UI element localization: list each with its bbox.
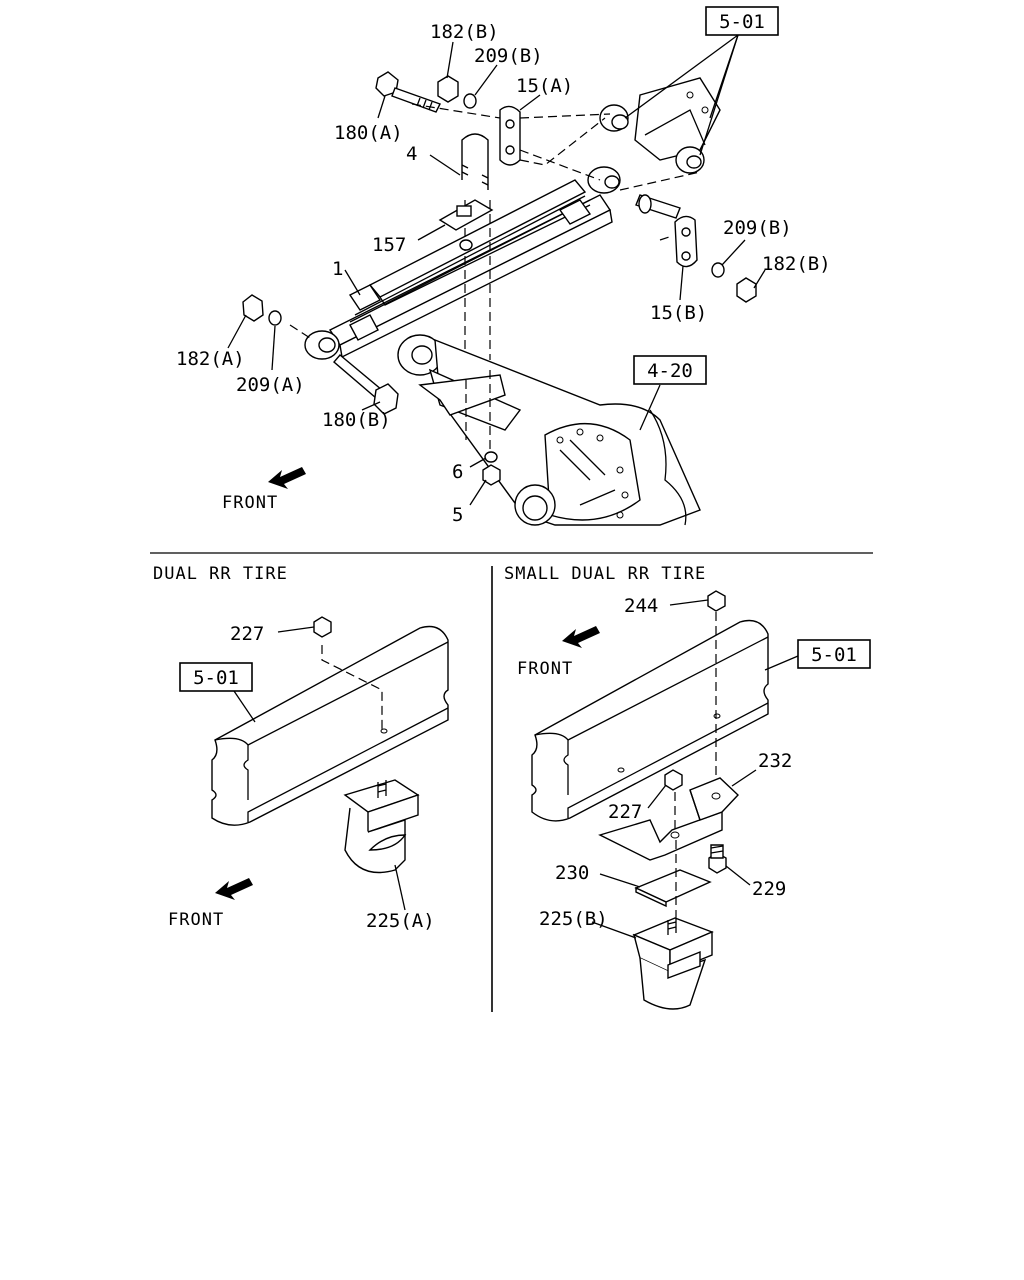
frame-rail-left <box>211 625 449 826</box>
front-label-right: FRONT <box>517 659 573 679</box>
front-arrow-icon-left <box>215 878 253 900</box>
nut-227-left <box>313 616 332 638</box>
callout-227-left: 227 <box>230 623 264 645</box>
front-arrow-icon <box>268 467 306 489</box>
bolt-180b <box>333 354 399 415</box>
nut-182a <box>242 294 264 322</box>
right-ref-label-5-01: 5-01 <box>811 644 857 666</box>
bolt-180a <box>375 71 441 113</box>
callout-180a: 180(A) <box>334 122 403 144</box>
spring-pad-157 <box>438 199 494 251</box>
rear-suspension-assembly <box>227 34 766 526</box>
callout-230: 230 <box>555 862 589 884</box>
spring-eye-rear <box>587 166 621 194</box>
washer-6 <box>484 451 498 463</box>
callout-182a: 182(A) <box>176 348 245 370</box>
top-ref-box-5-01: 5-01 <box>705 6 779 36</box>
callout-232: 232 <box>758 750 792 772</box>
callout-225b: 225(B) <box>539 908 608 930</box>
callout-15b: 15(B) <box>650 302 707 324</box>
left-ref-box-5-01: 5-01 <box>179 662 253 692</box>
front-label-top: FRONT <box>222 493 278 513</box>
spring-eye-front <box>304 330 340 360</box>
spring-hanger-bracket <box>599 77 721 174</box>
callout-229: 229 <box>752 878 786 900</box>
left-ref-label-5-01: 5-01 <box>193 667 239 689</box>
washer-209b-top <box>463 93 477 109</box>
callout-244: 244 <box>624 595 658 617</box>
callout-182b-top: 182(B) <box>430 21 499 43</box>
callout-5: 5 <box>452 504 463 526</box>
nut-244 <box>707 590 726 612</box>
nut-227-right <box>664 769 683 791</box>
washer-209a <box>268 310 282 326</box>
rear-axle-housing <box>397 334 701 526</box>
front-arrow-icon-right <box>562 626 600 648</box>
shackle-15b <box>635 194 698 268</box>
top-ref-box-4-20: 4-20 <box>633 355 707 385</box>
bracket-232 <box>598 777 739 861</box>
frame-rail-right <box>531 619 769 822</box>
right-panel-heading: SMALL DUAL RR TIRE <box>504 564 706 584</box>
callout-157: 157 <box>372 234 406 256</box>
nut-182b-top <box>437 75 459 103</box>
callout-225a: 225(A) <box>366 910 435 932</box>
shackle-15a <box>499 105 521 166</box>
callout-180b: 180(B) <box>322 409 391 431</box>
callout-6: 6 <box>452 461 463 483</box>
bolt-229 <box>708 844 727 874</box>
nut-5 <box>482 464 501 486</box>
bump-stopper-225b <box>632 917 714 1010</box>
callout-15a: 15(A) <box>516 75 573 97</box>
u-bolt-4 <box>461 133 491 370</box>
callout-182b-right: 182(B) <box>762 253 831 275</box>
callout-4: 4 <box>406 143 417 165</box>
shim-plate-230 <box>634 840 712 930</box>
left-panel-heading: DUAL RR TIRE <box>153 564 288 584</box>
ref-label-4-20: 4-20 <box>647 360 693 382</box>
callout-227-right: 227 <box>608 801 642 823</box>
leaf-spring-1 <box>328 179 613 359</box>
callout-1: 1 <box>332 258 343 280</box>
callout-209b-top: 209(B) <box>474 45 543 67</box>
front-label-left: FRONT <box>168 910 224 930</box>
ref-label-5-01: 5-01 <box>719 11 765 33</box>
nut-182b-right <box>736 277 757 303</box>
callout-209b-right: 209(B) <box>723 217 792 239</box>
bump-stopper-225a <box>343 779 420 874</box>
washer-209b-right <box>711 262 725 278</box>
callout-209a: 209(A) <box>236 374 305 396</box>
right-ref-box-5-01: 5-01 <box>797 639 871 669</box>
